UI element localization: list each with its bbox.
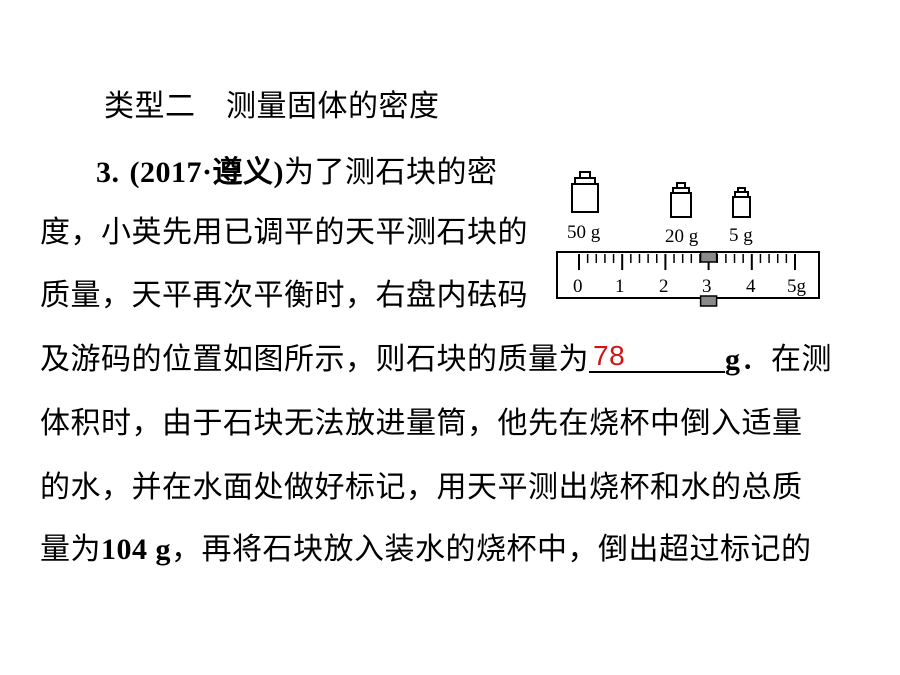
answer-blank: 78 xyxy=(589,341,725,373)
scale-label-5: 5g xyxy=(787,276,807,297)
weight-label-20g: 20 g xyxy=(665,226,699,247)
weight-20g-icon xyxy=(670,182,692,218)
rider-scale xyxy=(556,251,820,299)
scale-label-0: 0 xyxy=(573,276,583,297)
problem-line-2: 度，小英先用已调平的天平测石块的 xyxy=(40,215,528,250)
section-heading: 类型二 测量固体的密度 xyxy=(104,89,440,124)
problem-line-5: 体积时，由于石块无法放进量筒，他先在烧杯中倒入适量 xyxy=(40,406,803,441)
problem-line-6: 的水，并在水面处做好标记，用天平测出烧杯和水的总质 xyxy=(40,470,803,505)
rider-top xyxy=(699,251,718,263)
scale-label-2: 2 xyxy=(659,276,669,297)
answer-unit: g xyxy=(725,343,741,376)
problem-source: (2017·遵义) xyxy=(129,156,285,189)
scale-label-4: 4 xyxy=(746,276,756,297)
scale-labels: 0 1 2 3 4 5g xyxy=(573,276,807,297)
scale-label-1: 1 xyxy=(615,276,625,297)
problem-line-7: 量为104 g，再将石块放入装水的烧杯中，倒出超过标记的 xyxy=(40,532,812,567)
problem-line-3: 质量，天平再次平衡时，右盘内砝码 xyxy=(40,278,528,313)
problem-line-1: 3. (2017·遵义)为了测石块的密 xyxy=(96,155,498,190)
rider-bottom xyxy=(699,295,718,307)
weight-label-50g: 50 g xyxy=(567,222,601,243)
weight-5g-icon xyxy=(732,187,751,218)
balance-figure: 50 g 20 g 5 g 0 1 2 3 4 5g xyxy=(556,171,820,307)
weight-label-5g: 5 g xyxy=(729,225,753,246)
problem-number: 3. xyxy=(96,156,120,189)
scale-label-3: 3 xyxy=(702,276,712,297)
total-mass-value: 104 g xyxy=(101,533,171,566)
weight-50g-icon xyxy=(571,171,599,213)
